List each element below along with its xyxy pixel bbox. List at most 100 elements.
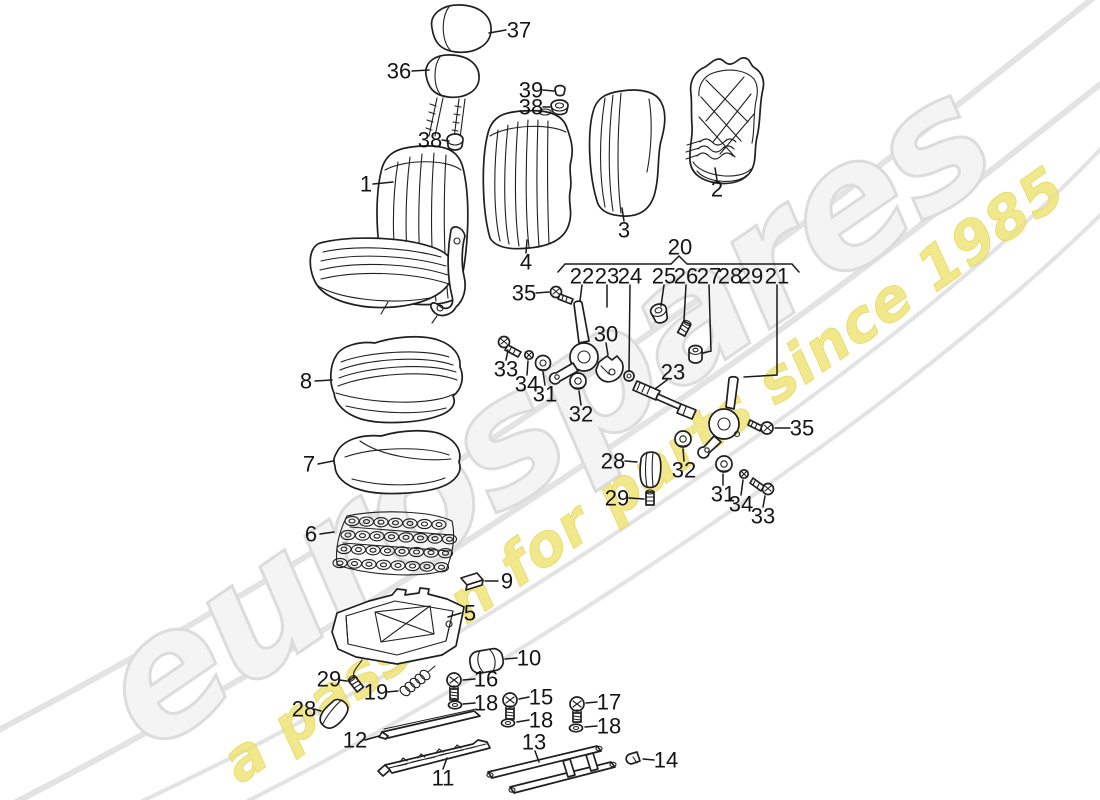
callout-31: 31 bbox=[533, 371, 557, 407]
callout-6: 6 bbox=[305, 522, 335, 547]
callout-22: 22 bbox=[570, 264, 594, 302]
part-nut-31-left bbox=[534, 354, 552, 372]
callout-24: 24 bbox=[618, 264, 642, 371]
callout-21: 21 bbox=[743, 264, 789, 378]
part-recliner-lever-21 bbox=[697, 375, 741, 459]
callout-13: 13 bbox=[522, 730, 546, 763]
callout-23: 23 bbox=[595, 264, 619, 308]
part-backrest-4 bbox=[482, 108, 574, 250]
svg-text:4: 4 bbox=[520, 250, 532, 275]
part-screw-16 bbox=[446, 672, 462, 701]
part-knob-28-right bbox=[639, 451, 662, 489]
svg-text:3: 3 bbox=[618, 218, 630, 243]
callout-35: 35 bbox=[512, 281, 550, 306]
svg-text:16: 16 bbox=[474, 667, 498, 692]
svg-text:35: 35 bbox=[790, 416, 814, 441]
part-knob-28-bottom bbox=[319, 698, 349, 729]
callout-28: 28 bbox=[292, 697, 322, 722]
callout-17: 17 bbox=[585, 690, 621, 715]
svg-text:36: 36 bbox=[387, 59, 411, 84]
callout-1: 1 bbox=[360, 172, 394, 197]
svg-text:30: 30 bbox=[594, 322, 618, 347]
callout-33: 33 bbox=[494, 349, 518, 382]
callout-15: 15 bbox=[518, 685, 553, 710]
part-headrest-37 bbox=[430, 4, 492, 54]
callout-32: 32 bbox=[672, 448, 696, 483]
callout-38: 38 bbox=[519, 95, 551, 120]
callout-36: 36 bbox=[387, 59, 430, 84]
part-backrest-frame-2 bbox=[685, 57, 765, 185]
svg-text:11: 11 bbox=[432, 766, 455, 791]
svg-text:33: 33 bbox=[751, 504, 775, 529]
callout-23: 23 bbox=[654, 360, 685, 390]
part-cap-39 bbox=[554, 84, 566, 97]
part-bolt-33-left bbox=[497, 335, 522, 358]
svg-text:9: 9 bbox=[501, 569, 513, 594]
callout-25: 25 bbox=[652, 264, 676, 307]
svg-text:35: 35 bbox=[512, 281, 536, 306]
part-clip-14 bbox=[625, 751, 641, 765]
callout-14: 14 bbox=[642, 748, 678, 773]
callout-5: 5 bbox=[447, 601, 476, 626]
svg-text:23: 23 bbox=[595, 264, 619, 289]
callout-30: 30 bbox=[594, 322, 618, 356]
svg-text:17: 17 bbox=[597, 690, 621, 715]
callout-19: 19 bbox=[364, 680, 399, 705]
part-seat-1 bbox=[309, 145, 469, 324]
callout-8: 8 bbox=[300, 369, 333, 394]
svg-text:26: 26 bbox=[674, 264, 698, 289]
svg-text:27: 27 bbox=[697, 264, 721, 289]
callout-28: 28 bbox=[718, 264, 742, 289]
svg-text:34: 34 bbox=[729, 492, 753, 517]
part-pad-10 bbox=[468, 647, 505, 675]
callout-9: 9 bbox=[484, 569, 513, 594]
callout-26: 26 bbox=[674, 264, 698, 321]
svg-text:31: 31 bbox=[711, 482, 735, 507]
callout-3: 3 bbox=[618, 207, 630, 243]
callout-29: 29 bbox=[739, 264, 763, 289]
svg-text:38: 38 bbox=[519, 95, 543, 120]
svg-text:19: 19 bbox=[364, 680, 388, 705]
svg-text:28: 28 bbox=[601, 449, 625, 474]
svg-text:21: 21 bbox=[765, 264, 789, 289]
callout-33: 33 bbox=[751, 495, 775, 529]
svg-text:18: 18 bbox=[529, 708, 553, 733]
svg-text:22: 22 bbox=[570, 264, 594, 289]
svg-text:18: 18 bbox=[597, 714, 621, 739]
part-roller-31-right bbox=[715, 455, 733, 473]
svg-text:39: 39 bbox=[519, 78, 543, 103]
svg-text:5: 5 bbox=[464, 601, 476, 626]
callout-34: 34 bbox=[515, 360, 539, 397]
callout-31: 31 bbox=[711, 473, 735, 507]
part-screw-17 bbox=[569, 696, 585, 723]
part-pin-29-bottom bbox=[347, 675, 365, 693]
callout-2: 2 bbox=[711, 167, 723, 202]
part-spring-mat-6 bbox=[332, 511, 458, 576]
part-rail-12 bbox=[378, 708, 481, 740]
svg-text:1: 1 bbox=[360, 172, 372, 197]
part-washer-18-c bbox=[568, 723, 584, 733]
part-spring-19 bbox=[399, 665, 436, 697]
svg-text:23: 23 bbox=[661, 360, 685, 385]
part-headrest-36 bbox=[425, 54, 480, 139]
part-screw-35-left bbox=[549, 285, 574, 305]
callout-18: 18 bbox=[584, 714, 621, 739]
part-bushing-27 bbox=[688, 344, 703, 364]
part-bolt-33-right bbox=[749, 477, 775, 496]
callout-37: 37 bbox=[488, 18, 531, 43]
part-rod-23 bbox=[632, 380, 697, 420]
callout-7: 7 bbox=[303, 452, 334, 477]
part-cushion-8 bbox=[330, 335, 463, 424]
svg-text:32: 32 bbox=[672, 458, 696, 483]
svg-text:38: 38 bbox=[418, 128, 442, 153]
svg-text:14: 14 bbox=[654, 748, 678, 773]
svg-text:15: 15 bbox=[529, 685, 553, 710]
svg-text:7: 7 bbox=[303, 452, 315, 477]
part-pin-29-right bbox=[645, 489, 655, 506]
svg-text:31: 31 bbox=[533, 382, 557, 407]
svg-text:6: 6 bbox=[305, 522, 317, 547]
